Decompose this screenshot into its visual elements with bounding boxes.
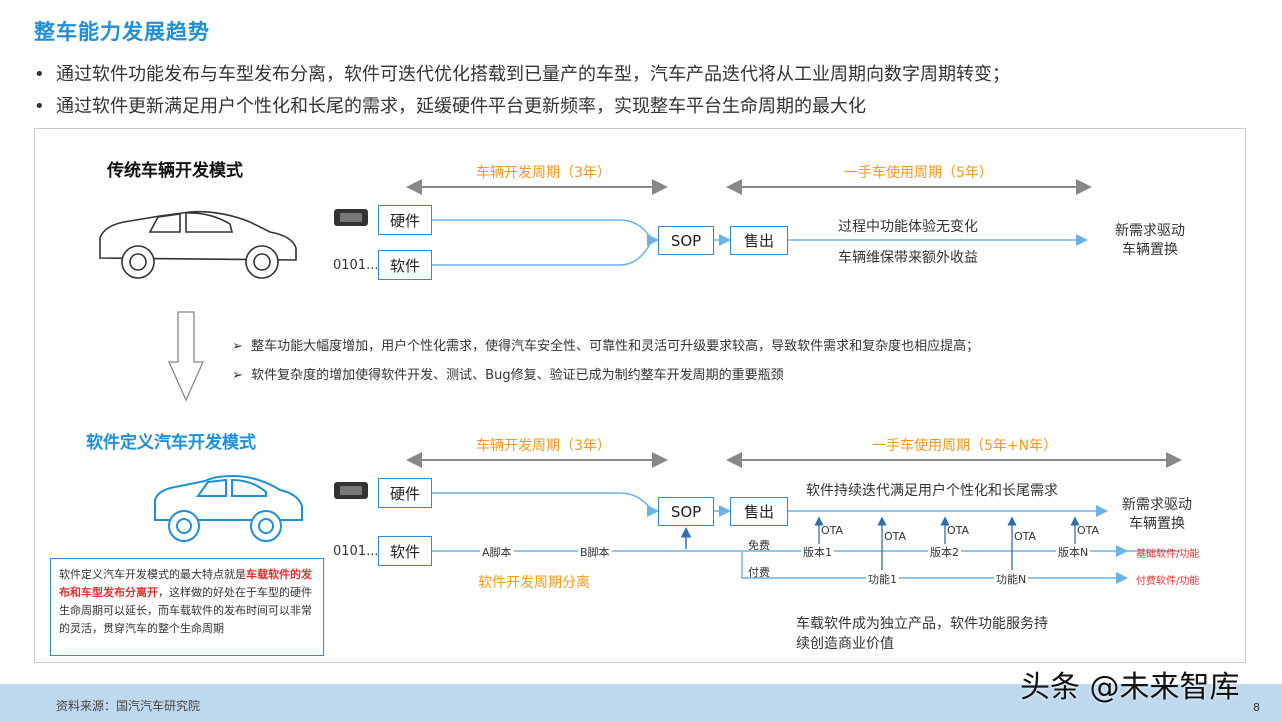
- version-n: 版本N: [1056, 544, 1091, 560]
- note-text: 软件复杂度的增加使得软件开发、测试、Bug修复、验证已成为制约整车开发周期的重要…: [251, 368, 784, 383]
- bullet-marker: •: [34, 64, 45, 85]
- bullet-2: • 通过软件更新满足用户个性化和长尾的需求，延缓硬件平台更新频率，实现整车平台生命…: [34, 92, 866, 118]
- software-box: 软件: [378, 250, 432, 280]
- chip-icon: [334, 209, 368, 499]
- note-box-highlight: 车载软件的发布和车型发布分离开: [59, 568, 312, 599]
- note-text: 整车功能大幅度增加，用户个性化需求，使得汽车安全性、可靠性和灵活可升级要求较高，…: [251, 339, 980, 354]
- sop-box: SOP: [658, 226, 714, 255]
- ota-label: OTA: [947, 524, 970, 537]
- traditional-heading: 传统车辆开发模式: [107, 161, 243, 181]
- hardware-box-2: 硬件: [378, 478, 432, 508]
- note-box: 软件定义汽车开发模式的最大特点就是车载软件的发布和车型发布分离开，这样做的好处在…: [50, 558, 324, 656]
- hardware-box: 硬件: [378, 205, 432, 235]
- car-icon-traditional: [99, 210, 297, 279]
- watermark: 头条 @未来智库: [1020, 670, 1240, 705]
- use-cycle-label: 一手车使用周期（5年）: [844, 165, 993, 181]
- version-2: 版本2: [928, 544, 961, 560]
- footer-bar: [0, 684, 1282, 722]
- bullet-marker: •: [34, 96, 45, 117]
- function-n: 功能N: [994, 571, 1029, 587]
- bullet-text: 通过软件更新满足用户个性化和长尾的需求，延缓硬件平台更新频率，实现整车平台生命周…: [56, 96, 866, 117]
- paid-label: 付费: [748, 566, 770, 579]
- dev-cycle-label-2: 车辆开发周期（3年）: [476, 438, 611, 454]
- bullet-1: • 通过软件功能发布与车型发布分离，软件可迭代优化搭载到已量产的车型，汽车产品迭代…: [34, 60, 1010, 86]
- script-b: B脚本: [578, 544, 612, 560]
- version-1: 版本1: [801, 544, 834, 560]
- ota-label: OTA: [1077, 524, 1100, 537]
- page-title: 整车能力发展趋势: [34, 20, 210, 44]
- note-marker: ➢: [232, 368, 243, 383]
- sale-box: 售出: [730, 226, 788, 255]
- use-cycle-label-2: 一手车使用周期（5年+N年）: [872, 438, 1058, 454]
- middle-note-1: ➢ 整车功能大幅度增加，用户个性化需求，使得汽车安全性、可靠性和灵活可升级要求较…: [232, 335, 979, 354]
- paid-software-label: 付费软件/功能: [1136, 576, 1200, 587]
- note-box-pre: 软件定义汽车开发模式的最大特点就是: [59, 568, 246, 581]
- ota-label: OTA: [884, 530, 907, 543]
- binary-label-2: 0101...: [333, 544, 379, 559]
- function-1: 功能1: [866, 571, 899, 587]
- car-icon-software: [154, 474, 303, 542]
- sale-box-2: 售出: [730, 497, 788, 526]
- continuous-iteration-note: 软件持续迭代满足用户个性化和长尾需求: [806, 483, 1058, 499]
- maintenance-note: 车辆维保带来额外收益: [838, 250, 978, 266]
- ota-label: OTA: [821, 524, 844, 537]
- replacement-note-2: 新需求驱动 车辆置换: [1122, 497, 1192, 532]
- note-box-post: ，这样做的好处在于车型的硬件生命周期可以延长，而车载软件的发布时间可以非常的灵活…: [59, 586, 312, 635]
- bullet-text: 通过软件功能发布与车型发布分离，软件可迭代优化搭载到已量产的车型，汽车产品迭代将…: [56, 64, 1010, 85]
- separation-label: 软件开发周期分离: [478, 575, 590, 591]
- software-defined-heading: 软件定义汽车开发模式: [86, 433, 256, 453]
- ota-label: OTA: [1014, 530, 1037, 543]
- note-marker: ➢: [232, 339, 243, 354]
- software-box-2: 软件: [378, 536, 432, 566]
- script-a: A脚本: [480, 544, 514, 560]
- replacement-note: 新需求驱动 车辆置换: [1115, 223, 1185, 258]
- free-label: 免费: [748, 539, 770, 552]
- dev-cycle-label: 车辆开发周期（3年）: [476, 165, 611, 181]
- no-change-note: 过程中功能体验无变化: [838, 219, 978, 235]
- middle-note-2: ➢ 软件复杂度的增加使得软件开发、测试、Bug修复、验证已成为制约整车开发周期的…: [232, 364, 784, 383]
- source-note: 资料来源：国汽汽车研究院: [56, 699, 201, 713]
- free-software-label: 基础软件/功能: [1136, 549, 1200, 560]
- binary-label: 0101...: [333, 258, 379, 273]
- sop-box-2: SOP: [658, 497, 714, 526]
- diagram-frame: [34, 128, 1246, 663]
- product-note: 车载软件成为独立产品，软件功能服务持 续创造商业价值: [796, 616, 1048, 652]
- page-number: 8: [1253, 701, 1260, 714]
